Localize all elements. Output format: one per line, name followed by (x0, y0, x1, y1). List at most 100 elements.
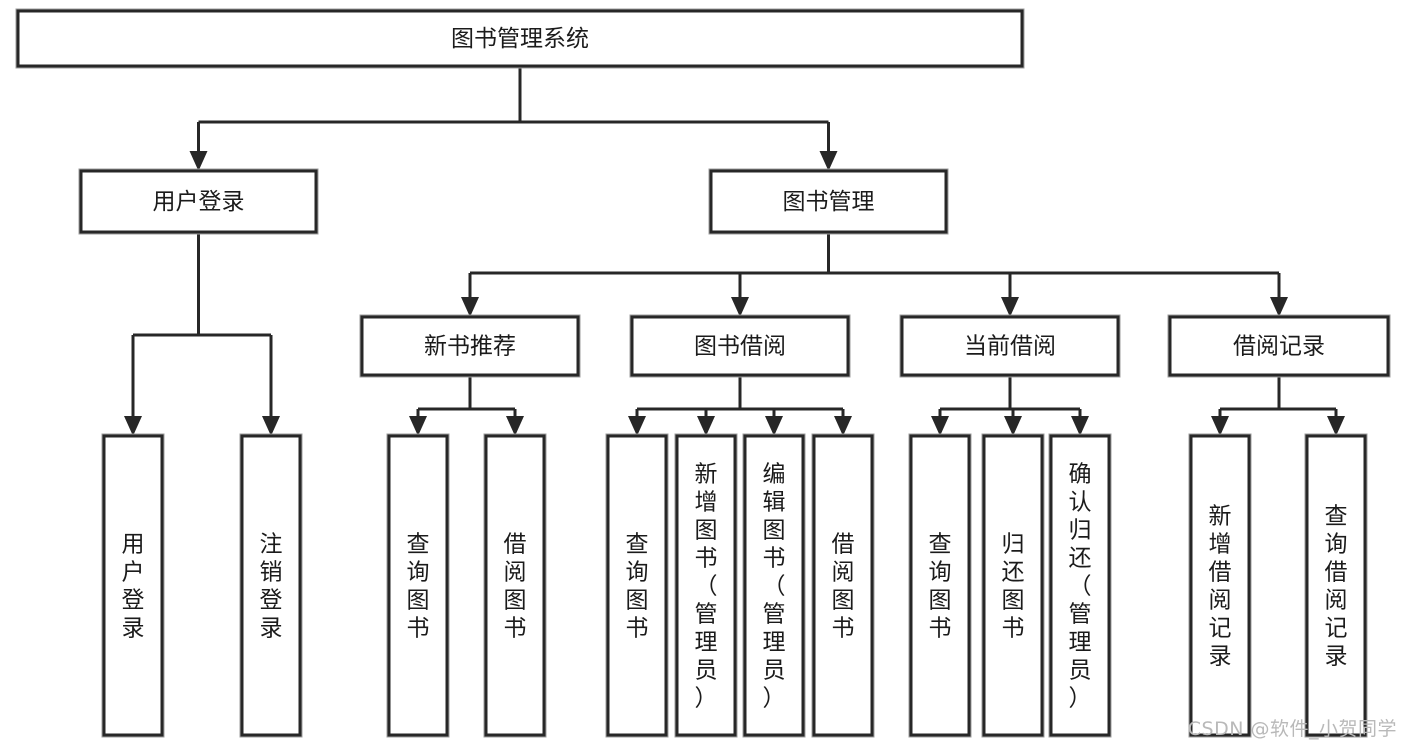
level2-node-0[interactable]: 用户登录 (78, 168, 319, 235)
node-box-shadow (483, 433, 547, 738)
node-box-border (630, 315, 850, 377)
node-label: 图书管理系统 (451, 26, 589, 52)
node-box-border (484, 434, 546, 737)
node-label: 新书推荐 (424, 334, 516, 360)
arrow-head-icon (1270, 297, 1288, 317)
level3-node-0[interactable]: 新书推荐 (359, 314, 581, 378)
arrow-head-icon (124, 416, 142, 436)
node-label: 查询图书 (626, 532, 649, 642)
node-label: 用户登录 (153, 189, 245, 215)
node-box-shadow (1188, 433, 1252, 738)
leaf-node-4[interactable]: 查询图书 (605, 433, 669, 738)
leaf-node-5[interactable]: 新增图书（管理员） (674, 433, 738, 738)
leaf-node-10[interactable]: 确认归还（管理员） (1048, 433, 1112, 738)
arrow-head-icon (628, 416, 646, 436)
arrow-head-icon (697, 416, 715, 436)
node-box-border (79, 169, 318, 234)
arrow-head-icon (461, 297, 479, 317)
leaf-node-6[interactable]: 编辑图书（管理员） (742, 433, 806, 738)
arrow-head-icon (1001, 297, 1019, 317)
level3-node-2[interactable]: 当前借阅 (899, 314, 1121, 378)
node-box-shadow (1167, 314, 1391, 378)
leaf-node-3[interactable]: 借阅图书 (483, 433, 547, 738)
node-box-shadow (908, 433, 972, 738)
node-box-border (675, 434, 737, 737)
leaf-node-12[interactable]: 查询借阅记录 (1304, 433, 1368, 738)
node-box-border (360, 315, 580, 377)
node-label: 当前借阅 (964, 334, 1056, 360)
node-box-border (743, 434, 805, 737)
node-label: 用户登录 (122, 532, 145, 642)
node-box-shadow (239, 433, 303, 738)
leaf-node-11[interactable]: 新增借阅记录 (1188, 433, 1252, 738)
node-label: 查询图书 (407, 532, 430, 642)
arrow-head-icon (262, 416, 280, 436)
node-box-border (909, 434, 971, 737)
node-label: 编辑图书（管理员） (763, 462, 786, 712)
node-label: 图书借阅 (694, 334, 786, 360)
leaf-node-7[interactable]: 借阅图书 (811, 433, 875, 738)
node-box-shadow (1048, 433, 1112, 738)
node-box-shadow (605, 433, 669, 738)
node-box-border (1168, 315, 1390, 377)
node-label: 图书管理 (783, 189, 875, 215)
node-box-shadow (981, 433, 1045, 738)
arrow-head-icon (834, 416, 852, 436)
node-box-shadow (629, 314, 851, 378)
arrow-head-icon (1327, 416, 1345, 436)
node-box-border (387, 434, 449, 737)
arrow-head-icon (1071, 416, 1089, 436)
node-box-border (16, 9, 1024, 68)
arrow-head-icon (931, 416, 949, 436)
arrow-head-icon (189, 151, 208, 171)
arrow-head-icon (1211, 416, 1229, 436)
node-label: 新增借阅记录 (1209, 504, 1232, 670)
level3-node-3[interactable]: 借阅记录 (1167, 314, 1391, 378)
node-label: 确认归还（管理员） (1069, 462, 1092, 712)
node-box-shadow (1304, 433, 1368, 738)
root-node-book-management-system[interactable]: 图书管理系统 (15, 8, 1025, 69)
arrow-head-icon (731, 297, 749, 317)
leaf-node-1[interactable]: 注销登录 (239, 433, 303, 738)
node-box-border (1049, 434, 1111, 737)
arrow-head-icon (506, 416, 524, 436)
node-box-shadow (708, 168, 949, 235)
node-label: 借阅记录 (1233, 334, 1325, 360)
node-box-shadow (101, 433, 165, 738)
node-label: 查询图书 (929, 532, 952, 642)
node-box-shadow (78, 168, 319, 235)
node-box-border (900, 315, 1120, 377)
node-box-shadow (15, 8, 1025, 69)
leaf-node-9[interactable]: 归还图书 (981, 433, 1045, 738)
node-label: 新增图书（管理员） (695, 462, 718, 712)
node-box-shadow (386, 433, 450, 738)
node-box-border (709, 169, 948, 234)
leaf-node-0[interactable]: 用户登录 (101, 433, 165, 738)
node-box-shadow (742, 433, 806, 738)
level3-node-1[interactable]: 图书借阅 (629, 314, 851, 378)
arrow-head-icon (819, 151, 838, 171)
node-box-shadow (359, 314, 581, 378)
node-box-border (1305, 434, 1367, 737)
connector-lines (124, 66, 1345, 436)
node-boxes: 图书管理系统用户登录图书管理新书推荐图书借阅当前借阅借阅记录用户登录注销登录查询… (15, 8, 1391, 738)
node-box-shadow (899, 314, 1121, 378)
node-box-border (982, 434, 1044, 737)
arrow-head-icon (409, 416, 427, 436)
leaf-node-2[interactable]: 查询图书 (386, 433, 450, 738)
node-box-border (102, 434, 164, 737)
node-box-border (1189, 434, 1251, 737)
level2-node-1[interactable]: 图书管理 (708, 168, 949, 235)
node-box-shadow (674, 433, 738, 738)
node-box-border (812, 434, 874, 737)
node-label: 注销登录 (260, 532, 283, 642)
node-box-border (240, 434, 302, 737)
node-label: 归还图书 (1002, 532, 1025, 642)
leaf-node-8[interactable]: 查询图书 (908, 433, 972, 738)
arrow-head-icon (765, 416, 783, 436)
node-label: 借阅图书 (504, 532, 527, 642)
node-label: 查询借阅记录 (1325, 504, 1348, 670)
node-label: 借阅图书 (832, 532, 855, 642)
node-box-shadow (811, 433, 875, 738)
